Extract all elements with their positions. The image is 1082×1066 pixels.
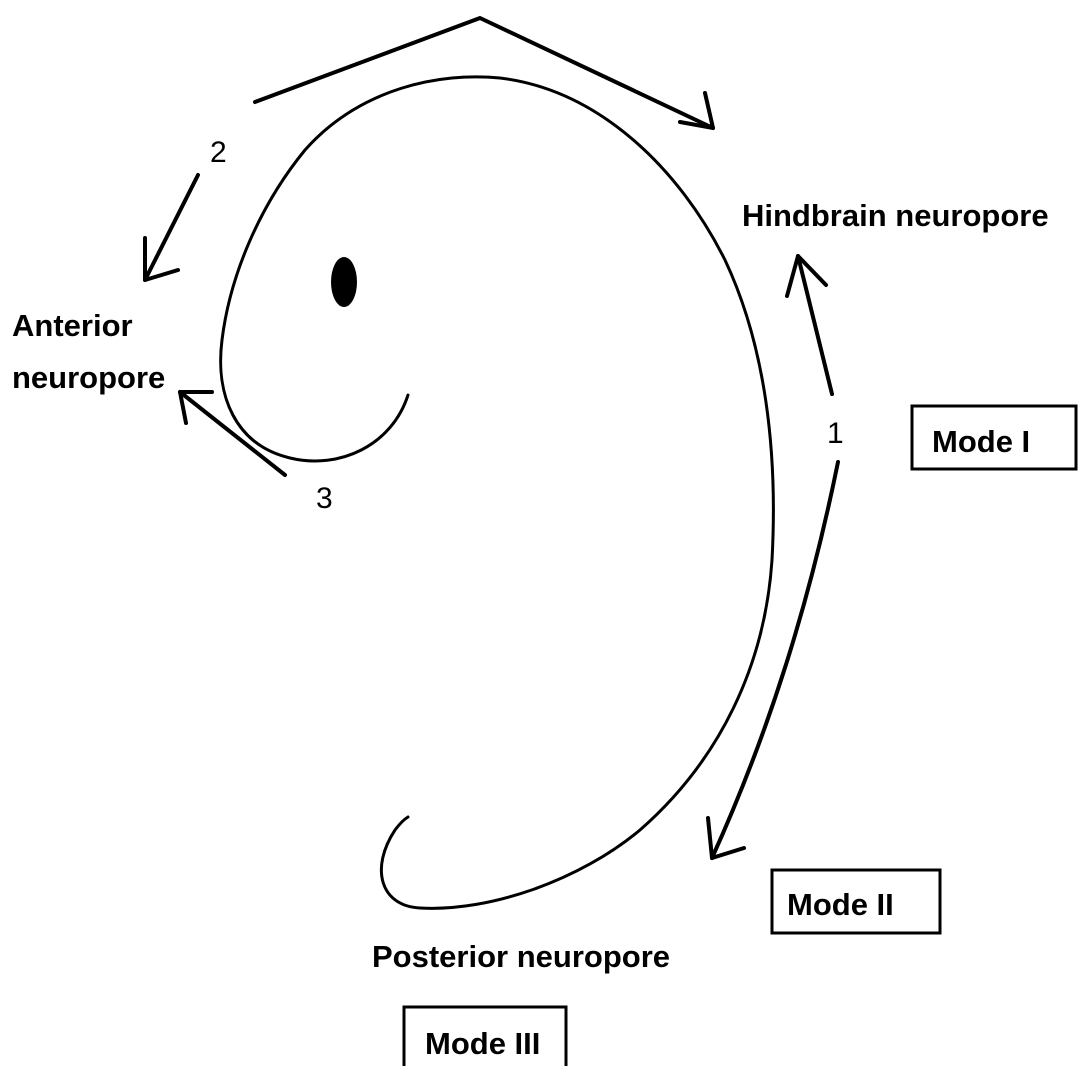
arrow-2-anterior <box>145 175 198 280</box>
mode-3-box: Mode III <box>404 1007 566 1066</box>
eye-icon <box>331 257 357 307</box>
arrow-3-anterior <box>180 392 285 475</box>
mode-2-label: Mode II <box>787 887 894 922</box>
mode-1-label: Mode I <box>932 424 1030 459</box>
posterior-neuropore-label: Posterior neuropore <box>372 939 670 974</box>
hindbrain-neuropore-label: Hindbrain neuropore <box>742 198 1049 233</box>
anterior-neuropore-label-line1: Anterior <box>12 308 133 343</box>
top-arc-arrow <box>255 18 713 128</box>
mode-1-box: Mode I <box>912 406 1076 469</box>
arrow-1-hindbrain <box>787 256 832 394</box>
closure-point-1: 1 <box>827 417 844 450</box>
closure-point-2: 2 <box>210 136 227 169</box>
embryo-outline <box>221 77 774 909</box>
anterior-neuropore-label-line2: neuropore <box>12 360 165 395</box>
mode-2-box: Mode II <box>772 870 940 933</box>
closure-point-3: 3 <box>316 482 333 515</box>
mode-3-label: Mode III <box>425 1026 540 1061</box>
